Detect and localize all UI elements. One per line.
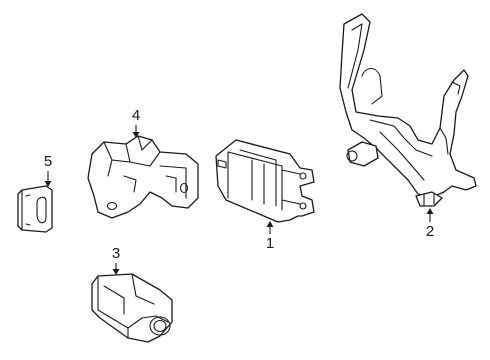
callout-4-label: 4	[132, 107, 140, 124]
part-5-clip[interactable]	[17, 185, 53, 233]
callout-1-label: 1	[266, 235, 274, 252]
callout-1: 1	[266, 221, 274, 252]
callout-3-label: 3	[112, 245, 120, 262]
part-1-module[interactable]	[215, 139, 315, 223]
callout-2-label: 2	[426, 223, 434, 240]
callout-5-label: 5	[44, 153, 52, 170]
callout-3: 3	[112, 245, 120, 275]
part-3-connector[interactable]	[91, 273, 173, 343]
callout-2: 2	[426, 208, 434, 240]
callout-4: 4	[132, 107, 140, 138]
part-4-bracket[interactable]	[87, 135, 199, 219]
part-2-bracket[interactable]	[339, 13, 477, 207]
callout-5: 5	[44, 153, 52, 187]
